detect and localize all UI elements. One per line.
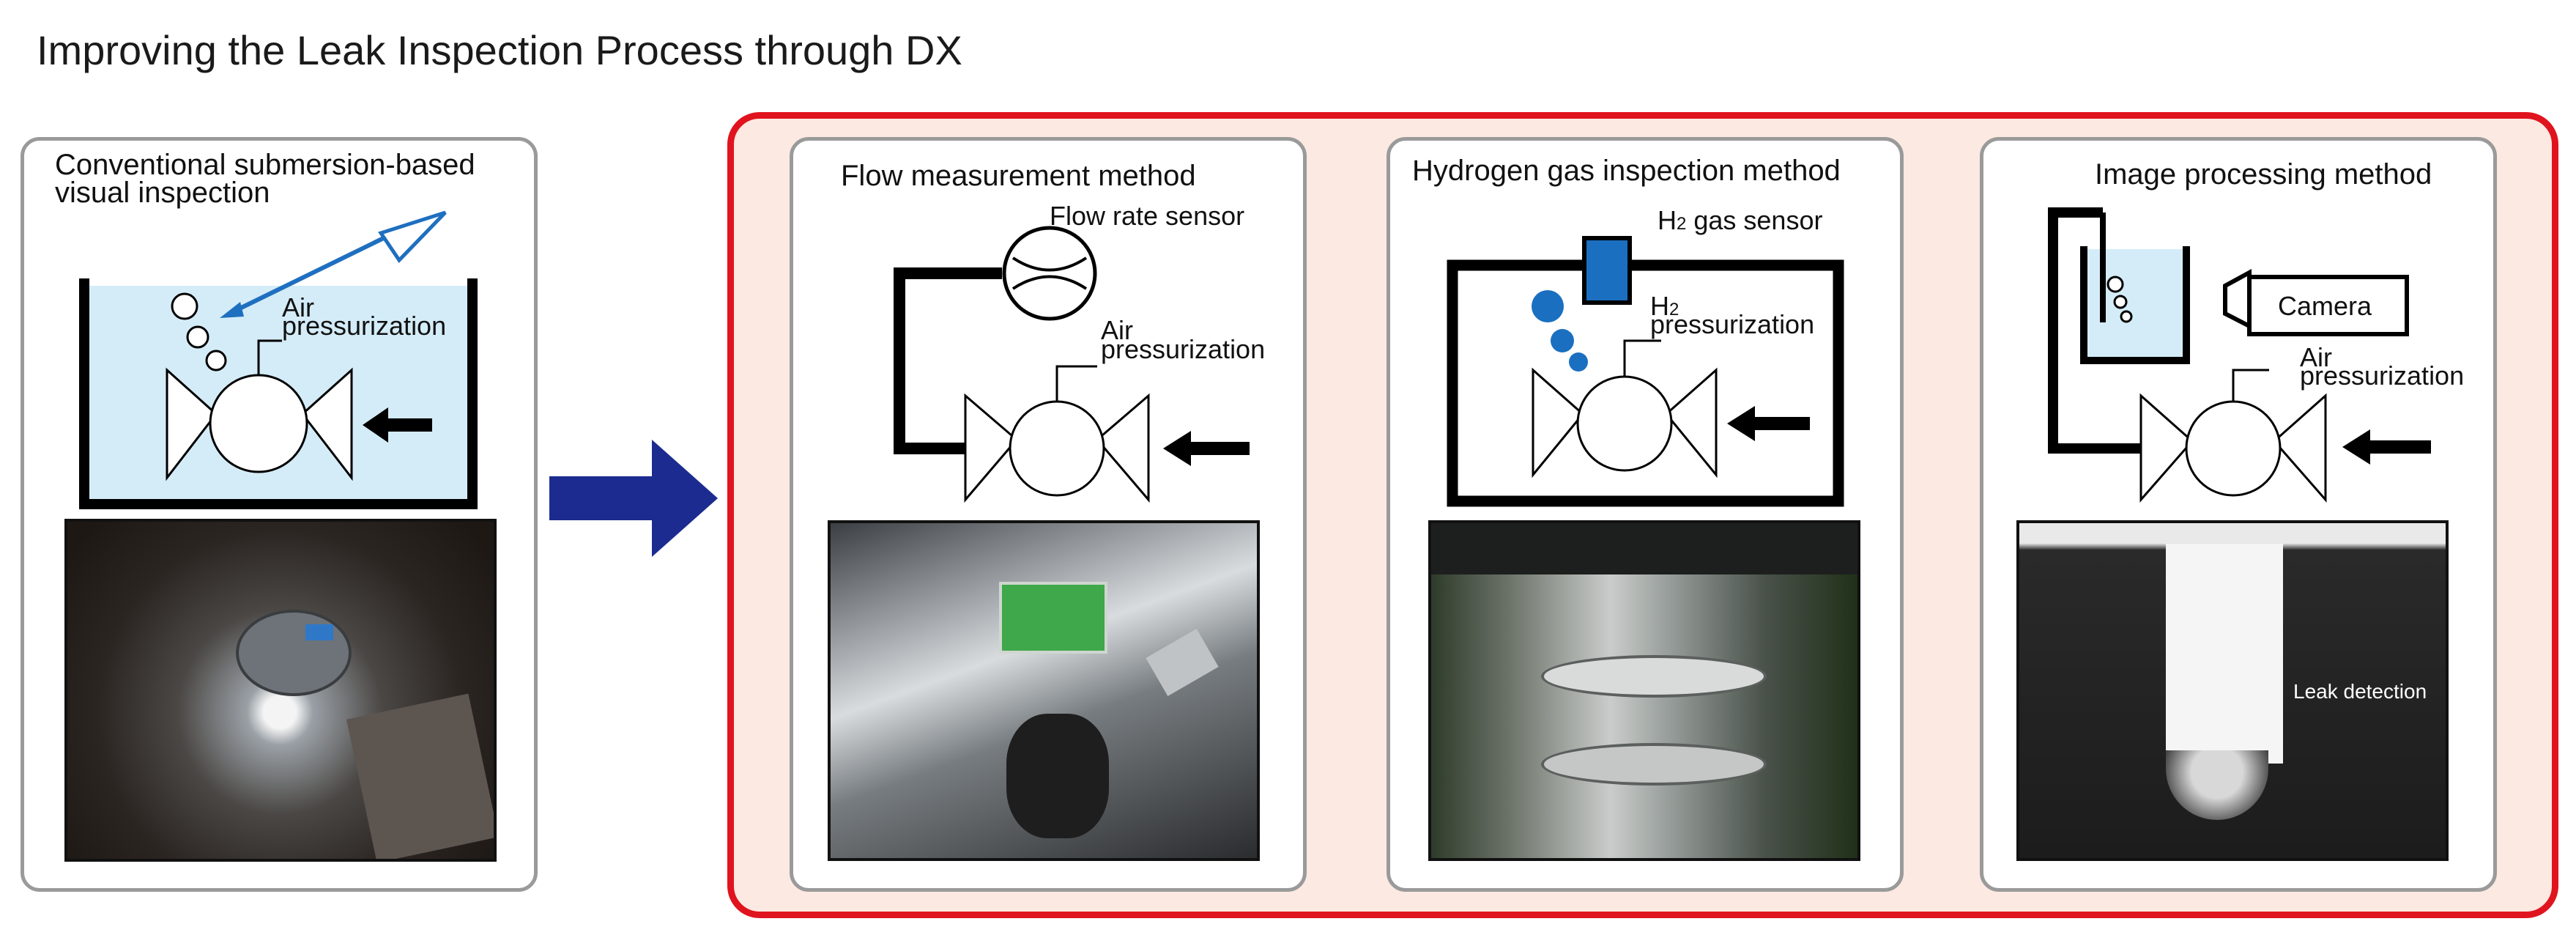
air-arrowhead xyxy=(2342,429,2370,465)
photo-detail xyxy=(1006,714,1109,838)
photo-detail xyxy=(1146,629,1219,696)
valve-left xyxy=(2139,393,2194,503)
flow-air-label: Air xyxy=(1101,315,1133,345)
leader-line xyxy=(1055,365,1097,402)
leader-line xyxy=(1623,339,1661,377)
conventional-title-line1: Conventional submersion-based xyxy=(55,149,475,181)
h2-bubble xyxy=(1569,352,1588,372)
leader-line xyxy=(2232,369,2269,402)
photo-detail xyxy=(305,624,333,640)
image-air-label: Air xyxy=(2300,342,2332,372)
photo-detail xyxy=(1541,743,1767,786)
valve-body xyxy=(209,374,308,473)
conventional-air-label: Air xyxy=(282,292,314,322)
conventional-photo xyxy=(64,519,497,862)
h2-bubble xyxy=(1551,329,1574,352)
image-diagram xyxy=(2048,207,2431,503)
hydrogen-chamber xyxy=(1447,259,1844,507)
leak-bubble xyxy=(2166,750,2268,820)
air-arrowhead xyxy=(1727,406,1755,441)
valve-left xyxy=(964,393,1019,503)
conventional-diagram xyxy=(79,210,478,509)
conventional-title-line2: visual inspection xyxy=(55,177,270,209)
valve-body xyxy=(2185,400,2282,497)
valve-right xyxy=(2272,393,2327,503)
image-title: Image processing method xyxy=(2095,158,2432,191)
flow-pressurization-label: pressurization xyxy=(1101,334,1266,364)
bubble xyxy=(2107,276,2124,293)
image-pipe xyxy=(2048,207,2163,454)
photo-detail xyxy=(236,610,352,696)
photo-detail xyxy=(2166,544,2283,764)
photo-detail xyxy=(346,693,494,859)
hydrogen-h2-label: H2 xyxy=(1650,291,1679,321)
image-water xyxy=(2084,249,2186,361)
valve-left xyxy=(166,367,218,481)
flow-title: Flow measurement method xyxy=(841,160,1196,192)
sight-line xyxy=(229,230,397,315)
eye-icon xyxy=(378,210,447,263)
photo-detail xyxy=(1431,523,1857,574)
leader-line xyxy=(257,339,282,375)
valve-right xyxy=(1664,367,1718,478)
valve-body xyxy=(1009,400,1105,497)
conventional-pressurization-label: pressurization xyxy=(282,311,447,341)
bubble xyxy=(205,350,227,372)
valve-right xyxy=(300,367,353,481)
camera-label: Camera xyxy=(2278,291,2372,321)
flow-sensor-label: Flow rate sensor xyxy=(1050,201,1245,231)
hydrogen-sensor-label: H2 gas sensor xyxy=(1658,205,1823,235)
bubble xyxy=(186,325,209,349)
image-photo: Leak detection xyxy=(2016,520,2449,861)
valve-body xyxy=(1576,375,1673,472)
air-arrowhead xyxy=(1163,431,1191,466)
valve-left xyxy=(1532,367,1585,478)
image-pressurization-label: pressurization xyxy=(2300,361,2465,391)
transition-arrow xyxy=(549,440,718,557)
photo-detail xyxy=(1541,655,1767,698)
leak-detection-label: Leak detection xyxy=(2293,680,2427,703)
camera-icon xyxy=(2247,275,2409,336)
camera-lens-icon xyxy=(2223,268,2252,330)
flow-pipe xyxy=(894,267,1002,454)
valve-right xyxy=(1095,393,1150,503)
h2-bubble xyxy=(1532,290,1564,322)
bubble xyxy=(2113,295,2128,309)
hydrogen-title: Hydrogen gas inspection method xyxy=(1412,155,1841,187)
image-tank xyxy=(2080,246,2190,364)
page-title: Improving the Leak Inspection Process th… xyxy=(37,27,962,73)
h2-gas-sensor-icon xyxy=(1582,236,1632,305)
hydrogen-diagram xyxy=(1447,236,1844,507)
water-tank xyxy=(79,278,478,509)
hydrogen-photo xyxy=(1428,520,1860,861)
air-arrowhead xyxy=(363,407,388,443)
flow-rate-sensor-icon xyxy=(1002,226,1097,321)
photo-detail xyxy=(999,582,1107,654)
hydrogen-pressurization-label: pressurization xyxy=(1650,309,1815,339)
flow-diagram xyxy=(894,226,1250,503)
flow-photo xyxy=(828,520,1260,861)
bubble xyxy=(2120,310,2133,323)
bubble xyxy=(171,292,198,320)
sight-arrowhead xyxy=(220,302,244,318)
